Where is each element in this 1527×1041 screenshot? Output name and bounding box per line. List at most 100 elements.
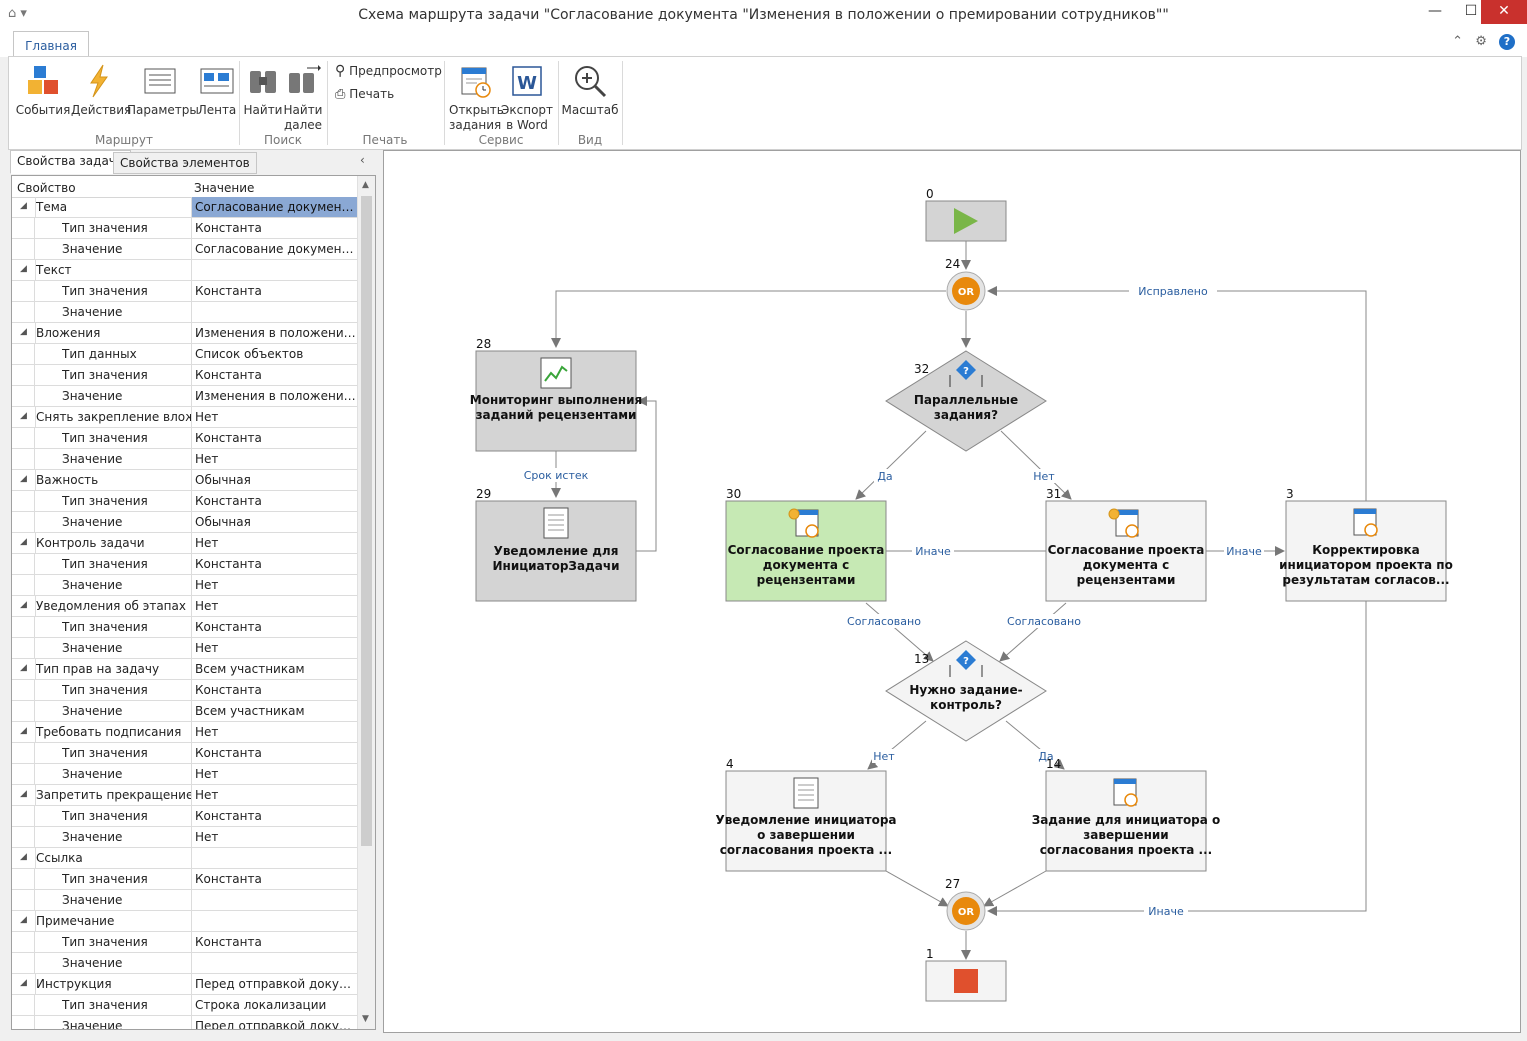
collapse-ribbon-icon[interactable]: ⌃ <box>1452 34 1464 49</box>
preview-button[interactable]: ⚲ Предпросмотр <box>335 63 442 79</box>
params-button[interactable]: Параметры <box>127 61 199 118</box>
minimize-button[interactable]: — <box>1428 3 1442 19</box>
property-value[interactable] <box>191 848 357 868</box>
property-value[interactable]: Обычная <box>191 512 357 532</box>
expand-icon[interactable]: ◢ <box>20 201 27 211</box>
property-value[interactable]: Нет <box>191 407 357 427</box>
property-value[interactable]: Список объектов <box>191 344 357 364</box>
node-approval-reviewers[interactable]: Согласование проекта документа с рецензе… <box>1045 500 1207 602</box>
property-value[interactable]: Константа <box>191 932 357 952</box>
property-value[interactable] <box>191 890 357 910</box>
node-correction-initiator[interactable]: Корректировка инициатором проекта по рез… <box>1279 500 1453 602</box>
property-value[interactable]: Нет <box>191 638 357 658</box>
property-group-row[interactable]: ◢Примечание <box>12 911 357 932</box>
diagram-canvas[interactable]: Исправлено Срок истек Да Нет Иначе Иначе… <box>383 150 1521 1033</box>
property-group-row[interactable]: ◢Запретить прекращение з...Нет <box>12 785 357 806</box>
property-value[interactable]: Нет <box>191 449 357 469</box>
tab-element-properties[interactable]: Свойства элементов <box>113 152 257 174</box>
property-value[interactable]: Нет <box>191 596 357 616</box>
maximize-button[interactable]: ☐ <box>1464 3 1478 19</box>
property-value[interactable]: Константа <box>191 617 357 637</box>
expand-icon[interactable]: ◢ <box>20 852 27 862</box>
property-value[interactable]: Нет <box>191 764 357 784</box>
node-notify-initiator-task[interactable]: Уведомление для ИнициаторЗадачи <box>475 500 637 602</box>
actions-button[interactable]: Действия <box>71 61 131 118</box>
tab-main[interactable]: Главная <box>13 31 89 58</box>
expand-icon[interactable]: ◢ <box>20 327 27 337</box>
find-next-button[interactable]: Найти далее <box>283 61 323 133</box>
property-value[interactable] <box>191 302 357 322</box>
find-button[interactable]: Найти <box>243 61 283 118</box>
property-value[interactable]: Согласование документа "... <box>191 239 357 259</box>
print-button[interactable]: ⎙ Печать <box>335 87 395 102</box>
stop-node[interactable] <box>925 960 1007 1002</box>
property-value[interactable]: Всем участникам <box>191 659 357 679</box>
zoom-button[interactable]: Масштаб <box>561 61 619 118</box>
property-value[interactable]: Нет <box>191 533 357 553</box>
property-value[interactable]: Константа <box>191 365 357 385</box>
or-node-24[interactable]: OR <box>946 271 986 311</box>
property-value[interactable]: Нет <box>191 785 357 805</box>
property-value[interactable] <box>191 260 357 280</box>
property-value[interactable]: Константа <box>191 428 357 448</box>
property-value[interactable]: Константа <box>191 806 357 826</box>
scroll-down-icon[interactable]: ▼ <box>362 1014 369 1024</box>
property-group-row[interactable]: ◢Ссылка <box>12 848 357 869</box>
expand-icon[interactable]: ◢ <box>20 789 27 799</box>
property-row[interactable]: Значение <box>12 890 357 911</box>
expand-icon[interactable]: ◢ <box>20 474 27 484</box>
property-value[interactable]: Изменения в положении о ... <box>191 386 357 406</box>
property-value[interactable]: Константа <box>191 743 357 763</box>
scroll-up-icon[interactable]: ▲ <box>362 180 369 190</box>
app-menu-icon[interactable]: ⌂ ▾ <box>8 6 27 21</box>
property-value[interactable] <box>191 953 357 973</box>
property-value[interactable]: Изменения в положении о ... <box>191 323 357 343</box>
property-value[interactable]: Согласование документа "... <box>191 197 357 217</box>
expand-icon[interactable]: ◢ <box>20 600 27 610</box>
property-value[interactable]: Нет <box>191 575 357 595</box>
help-icon[interactable]: ? <box>1499 34 1515 50</box>
property-value[interactable]: Константа <box>191 218 357 238</box>
open-tasks-button[interactable]: Открыть задания <box>449 61 504 133</box>
property-value[interactable]: Перед отправкой документ... <box>191 974 357 994</box>
column-value[interactable]: Значение <box>194 181 255 195</box>
expand-icon[interactable]: ◢ <box>20 663 27 673</box>
property-row[interactable]: Значение <box>12 302 357 323</box>
node-notify-initiator-finish[interactable]: Уведомление инициатора о завершении согл… <box>715 770 897 872</box>
events-button[interactable]: События <box>15 61 71 118</box>
tab-task-properties[interactable]: Свойства задачи <box>10 150 131 174</box>
expand-icon[interactable]: ◢ <box>20 411 27 421</box>
property-value[interactable]: Константа <box>191 869 357 889</box>
property-value[interactable]: Константа <box>191 281 357 301</box>
expand-icon[interactable]: ◢ <box>20 537 27 547</box>
property-value[interactable]: Константа <box>191 554 357 574</box>
node-monitoring[interactable]: Мониторинг выполнения заданий рецензента… <box>470 350 642 452</box>
property-row[interactable]: Значение <box>12 953 357 974</box>
property-value[interactable]: Нет <box>191 722 357 742</box>
expand-icon[interactable]: ◢ <box>20 264 27 274</box>
node-task-initiator-finish[interactable]: Задание для инициатора о завершении согл… <box>1032 770 1221 872</box>
